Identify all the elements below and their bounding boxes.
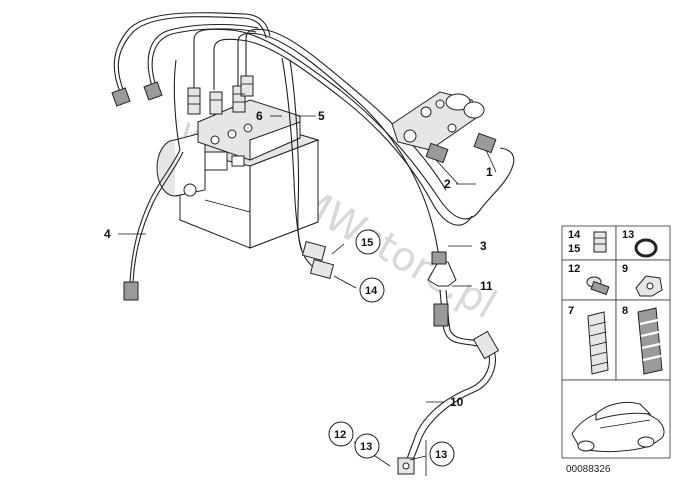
hose-bracket-11 [427,251,457,287]
legend-grid: 14 15 13 12 9 7 8 [561,225,671,459]
circled-label-12: 12 [334,429,346,441]
circled-label-13-left: 13 [360,441,372,453]
label-6: 6 [256,109,263,123]
pipe-end-fittings-right [425,132,497,164]
label-1: 1 [486,165,493,179]
abs-hydraulic-unit [156,99,320,249]
car-silhouette-icon [571,401,665,453]
pipe-holder-7-icon [587,311,609,375]
pipe-clip-icon [635,275,663,297]
circled-label-14: 14 [365,285,378,297]
brake-pipe-4 [123,149,184,301]
circled-labels: 15 14 12 13 13 [328,229,455,467]
brake-pipe-upper-bundle [113,12,515,267]
part-labels: 6 5 1 2 3 4 11 10 [104,109,493,409]
legend-label-14: 14 [568,229,581,241]
legend-label-7: 7 [568,305,574,317]
legend-label-12: 12 [568,263,580,275]
sealing-ring-icon [634,238,658,258]
circled-label-15: 15 [361,237,373,249]
legend-label-9: 9 [622,263,628,275]
abs-outlet-fittings [187,75,254,115]
legend-label-13: 13 [622,229,634,241]
label-5: 5 [318,109,325,123]
pipe-end-fittings-left [111,81,163,107]
bolt-icon [586,276,610,296]
label-4: 4 [104,227,111,241]
label-11: 11 [480,279,493,293]
union-nut-icon [593,231,607,253]
union-fittings-14-15 [301,241,335,279]
pipe-holder-8-icon [637,307,663,375]
label-3: 3 [480,239,487,253]
brake-proportioning-valve [391,91,485,151]
circled-label-13-right: 13 [435,449,447,461]
label-2: 2 [444,177,451,191]
legend-label-15: 15 [568,243,580,255]
brake-hose-10 [397,289,500,475]
drawing-reference-number: 00088326 [566,464,611,475]
legend-label-8: 8 [622,305,628,317]
label-10: 10 [450,395,464,409]
